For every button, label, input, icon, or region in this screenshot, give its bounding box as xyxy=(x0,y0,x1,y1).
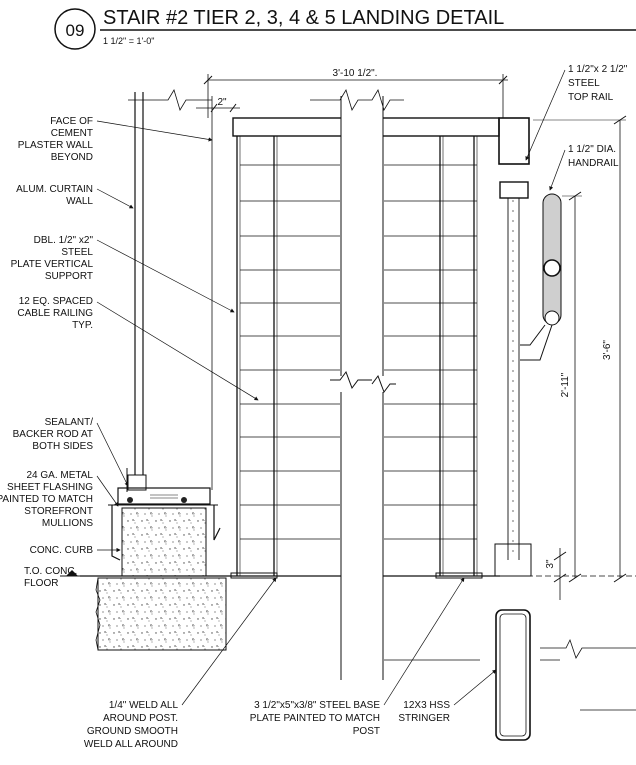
break-gap xyxy=(310,89,404,760)
top-rail-section xyxy=(494,117,532,577)
svg-text:WELD ALL AROUND: WELD ALL AROUND xyxy=(84,739,178,750)
svg-text:SEALANT/: SEALANT/ xyxy=(45,417,94,428)
svg-text:1/4" WELD ALL: 1/4" WELD ALL xyxy=(109,700,179,711)
dimension-top: 3'-10 1/2". xyxy=(203,68,508,118)
label-top-rail: 1 1/2"x 2 1/2" STEEL TOP RAIL xyxy=(525,64,628,161)
detail-scale: 1 1/2" = 1'-0" xyxy=(103,36,154,46)
svg-text:12X3 HSS: 12X3 HSS xyxy=(403,700,450,711)
dim-width-text: 3'-10 1/2". xyxy=(333,68,378,79)
break-line-top xyxy=(128,89,212,111)
detail-title: STAIR #2 TIER 2, 3, 4 & 5 LANDING DETAIL xyxy=(103,7,504,29)
dim-height-total: 3'-6" xyxy=(602,340,613,360)
label-stringer: 12X3 HSS STRINGER xyxy=(398,669,497,724)
svg-text:PLATE PAINTED TO MATCH: PLATE PAINTED TO MATCH xyxy=(250,713,380,724)
svg-text:CONC. CURB: CONC. CURB xyxy=(30,545,94,556)
svg-text:T.O. CONC.: T.O. CONC. xyxy=(24,566,77,577)
sheet-flashing xyxy=(111,505,221,561)
svg-text:FACE OF: FACE OF xyxy=(50,116,93,127)
title-block: 09 STAIR #2 TIER 2, 3, 4 & 5 LANDING DET… xyxy=(54,7,636,50)
svg-text:STOREFRONT: STOREFRONT xyxy=(24,506,93,517)
svg-text:WALL: WALL xyxy=(66,196,93,207)
label-base-plate: 3 1/2"x5"x3/8" STEEL BASE PLATE PAINTED … xyxy=(250,577,465,737)
label-curtain-wall: ALUM. CURTAIN WALL xyxy=(16,184,134,209)
svg-text:12 EQ. SPACED: 12 EQ. SPACED xyxy=(19,296,93,307)
detail-number: 09 xyxy=(66,21,85,40)
svg-text:CABLE RAILING: CABLE RAILING xyxy=(17,308,93,319)
railing-frame xyxy=(230,117,500,579)
label-face-of-cement: FACE OF CEMENT PLASTER WALL BEYOND xyxy=(18,116,213,163)
svg-text:24 GA. METAL: 24 GA. METAL xyxy=(26,470,93,481)
svg-text:BEYOND: BEYOND xyxy=(51,152,93,163)
svg-text:SUPPORT: SUPPORT xyxy=(45,271,93,282)
dim-offset-text: 2" xyxy=(217,97,227,108)
svg-text:3 1/2"x5"x3/8" STEEL BASE: 3 1/2"x5"x3/8" STEEL BASE xyxy=(254,700,380,711)
detail-number-bubble xyxy=(54,8,96,50)
svg-text:HANDRAIL: HANDRAIL xyxy=(568,158,619,169)
curtain-wall xyxy=(117,92,213,505)
svg-text:PLATE VERTICAL: PLATE VERTICAL xyxy=(11,259,94,270)
svg-text:BACKER ROD AT: BACKER ROD AT xyxy=(13,429,93,440)
svg-text:PLASTER WALL: PLASTER WALL xyxy=(18,140,94,151)
svg-text:TYP.: TYP. xyxy=(72,320,93,331)
dim-curb-gap: 3" xyxy=(545,559,556,569)
concrete-curb xyxy=(121,507,207,577)
svg-text:FLOOR: FLOOR xyxy=(24,578,58,589)
svg-text:AROUND POST.: AROUND POST. xyxy=(103,713,178,724)
label-handrail: 1 1/2" DIA. HANDRAIL xyxy=(549,144,619,191)
svg-text:GROUND SMOOTH: GROUND SMOOTH xyxy=(87,726,178,737)
svg-text:1 1/2" DIA.: 1 1/2" DIA. xyxy=(568,144,616,155)
label-plate-support: DBL. 1/2" x2" STEEL PLATE VERTICAL SUPPO… xyxy=(11,235,235,313)
dimension-right: 3'-6" 2'-11" 3" xyxy=(533,115,627,600)
svg-text:BOTH SIDES: BOTH SIDES xyxy=(32,441,93,452)
floor-level-marker xyxy=(66,570,78,576)
svg-text:POST: POST xyxy=(353,726,380,737)
svg-text:TOP RAIL: TOP RAIL xyxy=(568,92,614,103)
svg-text:ALUM. CURTAIN: ALUM. CURTAIN xyxy=(16,184,93,195)
svg-text:SHEET FLASHING: SHEET FLASHING xyxy=(7,482,93,493)
svg-text:CEMENT: CEMENT xyxy=(51,128,93,139)
svg-text:STEEL: STEEL xyxy=(568,78,600,89)
label-flashing: 24 GA. METAL SHEET FLASHING PAINTED TO M… xyxy=(0,470,119,529)
handrail xyxy=(520,193,562,361)
svg-text:STEEL: STEEL xyxy=(61,247,93,258)
svg-text:MULLIONS: MULLIONS xyxy=(42,518,93,529)
dimension-offset: 2" xyxy=(196,97,240,113)
svg-text:STRINGER: STRINGER xyxy=(398,713,450,724)
svg-text:1 1/2"x 2 1/2": 1 1/2"x 2 1/2" xyxy=(568,64,628,75)
concrete-floor-slab xyxy=(97,577,227,651)
label-weld: 1/4" WELD ALL AROUND POST. GROUND SMOOTH… xyxy=(84,577,277,750)
dim-height-handrail: 2'-11" xyxy=(560,372,571,397)
label-sealant: SEALANT/ BACKER ROD AT BOTH SIDES xyxy=(13,417,129,487)
svg-text:DBL. 1/2" x2": DBL. 1/2" x2" xyxy=(34,235,94,246)
hss-stringer xyxy=(384,609,636,741)
svg-text:PAINTED TO MATCH: PAINTED TO MATCH xyxy=(0,494,93,505)
label-cable-railing: 12 EQ. SPACED CABLE RAILING TYP. xyxy=(17,296,259,401)
label-floor: T.O. CONC. FLOOR xyxy=(24,566,77,589)
label-curb: CONC. CURB xyxy=(30,545,121,556)
cable-railing xyxy=(240,164,477,540)
